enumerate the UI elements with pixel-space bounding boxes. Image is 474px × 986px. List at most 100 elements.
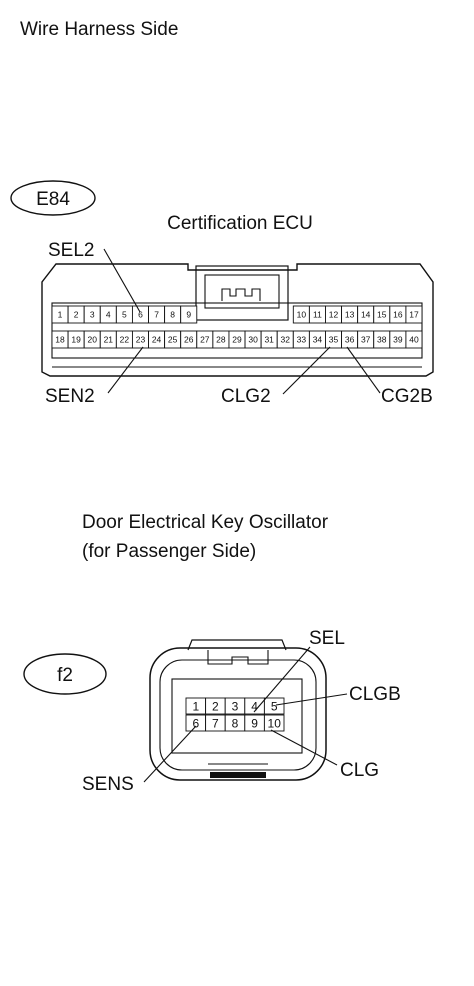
pin-cell-6: 6	[185, 714, 207, 732]
pin-label-20: 20	[87, 335, 97, 345]
pin-cell-15: 15	[373, 305, 391, 324]
page-title: Wire Harness Side	[20, 19, 178, 40]
pin-cell-19: 19	[67, 330, 85, 349]
pin-label-7: 7	[154, 310, 159, 320]
connector-f2-tag-text: f2	[57, 665, 73, 686]
pin-cell-37: 37	[357, 330, 375, 349]
pin-label-18: 18	[55, 335, 65, 345]
pin-label-3: 3	[232, 700, 239, 714]
pin-cell-8: 8	[224, 714, 246, 732]
pin-label-11: 11	[313, 310, 322, 320]
pin-cell-36: 36	[341, 330, 359, 349]
pin-label-33: 33	[297, 335, 307, 345]
pin-cell-7: 7	[205, 714, 226, 732]
connector-e84-tag-text: E84	[36, 189, 70, 210]
pin-label-37: 37	[361, 335, 371, 345]
pin-label-4: 4	[251, 700, 258, 714]
pin-label-9: 9	[186, 310, 191, 320]
pin-cell-20: 20	[83, 330, 101, 349]
callout-clg: CLG	[340, 760, 379, 781]
pin-cell-1: 1	[185, 697, 207, 715]
pin-cell-40: 40	[405, 330, 423, 349]
pin-label-6: 6	[138, 310, 143, 320]
pin-cell-9: 9	[244, 714, 265, 732]
pin-cell-10: 10	[292, 305, 310, 324]
pin-cell-11: 11	[308, 305, 326, 324]
pin-cell-33: 33	[292, 330, 310, 349]
pin-label-25: 25	[168, 335, 178, 345]
pin-label-13: 13	[345, 310, 355, 320]
pin-cell-23: 23	[131, 330, 149, 349]
pin-cell-1: 1	[51, 305, 69, 324]
pin-label-40: 40	[409, 335, 419, 345]
pin-cell-34: 34	[308, 330, 326, 349]
pin-cell-39: 39	[389, 330, 407, 349]
pin-label-1: 1	[58, 310, 63, 320]
pin-cell-3: 3	[83, 305, 101, 324]
pin-cell-32: 32	[276, 330, 294, 349]
pin-cell-6: 6	[131, 305, 149, 324]
pin-cell-14: 14	[357, 305, 375, 324]
pin-cell-29: 29	[228, 330, 246, 349]
pin-label-16: 16	[393, 310, 403, 320]
pin-label-36: 36	[345, 335, 355, 345]
pin-cell-9: 9	[180, 305, 198, 324]
callout-clg2-leader	[282, 346, 331, 395]
pin-cell-35: 35	[325, 330, 343, 349]
pin-cell-13: 13	[341, 305, 359, 324]
pin-cell-30: 30	[244, 330, 262, 349]
pin-label-34: 34	[313, 335, 323, 345]
pin-cell-5: 5	[115, 305, 133, 324]
pin-cell-7: 7	[148, 305, 166, 324]
callout-clg2: CLG2	[221, 386, 271, 407]
pin-cell-31: 31	[260, 330, 278, 349]
pin-cell-38: 38	[373, 330, 391, 349]
callout-sen2-leader	[107, 346, 144, 394]
pin-label-26: 26	[184, 335, 194, 345]
pin-label-21: 21	[104, 335, 114, 345]
pin-cell-2: 2	[205, 697, 226, 715]
pin-label-29: 29	[232, 335, 242, 345]
callout-sel2: SEL2	[48, 240, 94, 261]
pin-cell-8: 8	[164, 305, 182, 324]
connector-f2-tag: f2	[23, 653, 107, 695]
pin-box-10	[263, 714, 285, 732]
pin-cell-2: 2	[67, 305, 85, 324]
callout-sen2: SEN2	[45, 386, 95, 407]
pin-label-19: 19	[71, 335, 81, 345]
callout-cg2b-leader	[346, 346, 381, 394]
pin-label-5: 5	[271, 700, 278, 714]
pin-label-1: 1	[192, 700, 199, 714]
pin-cell-18: 18	[51, 330, 69, 349]
pin-label-38: 38	[377, 335, 387, 345]
pin-label-4: 4	[106, 310, 111, 320]
pin-cell-22: 22	[115, 330, 133, 349]
pin-label-30: 30	[248, 335, 258, 345]
pin-label-23: 23	[136, 335, 146, 345]
pin-label-8: 8	[170, 310, 175, 320]
connector-e84-body	[41, 263, 434, 377]
pin-box-5	[263, 697, 285, 715]
connector-f2-title-line1: Door Electrical Key Oscillator	[82, 512, 329, 533]
pin-box-17	[405, 305, 423, 324]
pin-label-8: 8	[232, 717, 239, 731]
pin-cell-10: 10	[263, 714, 285, 732]
callout-sel-leader	[253, 646, 311, 713]
pin-label-17: 17	[409, 310, 419, 320]
pin-cell-4: 4	[99, 305, 117, 324]
pin-cell-12: 12	[325, 305, 343, 324]
callout-sel: SEL	[309, 628, 345, 649]
callout-cg2b: CG2B	[381, 386, 433, 407]
pin-cell-21: 21	[99, 330, 117, 349]
pin-label-3: 3	[90, 310, 95, 320]
pin-cell-17: 17	[405, 305, 423, 324]
pin-label-10: 10	[268, 717, 282, 731]
connector-e84-title: Certification ECU	[167, 213, 313, 234]
pin-cell-28: 28	[212, 330, 230, 349]
connector-f2-title-line2: (for Passenger Side)	[82, 541, 256, 562]
